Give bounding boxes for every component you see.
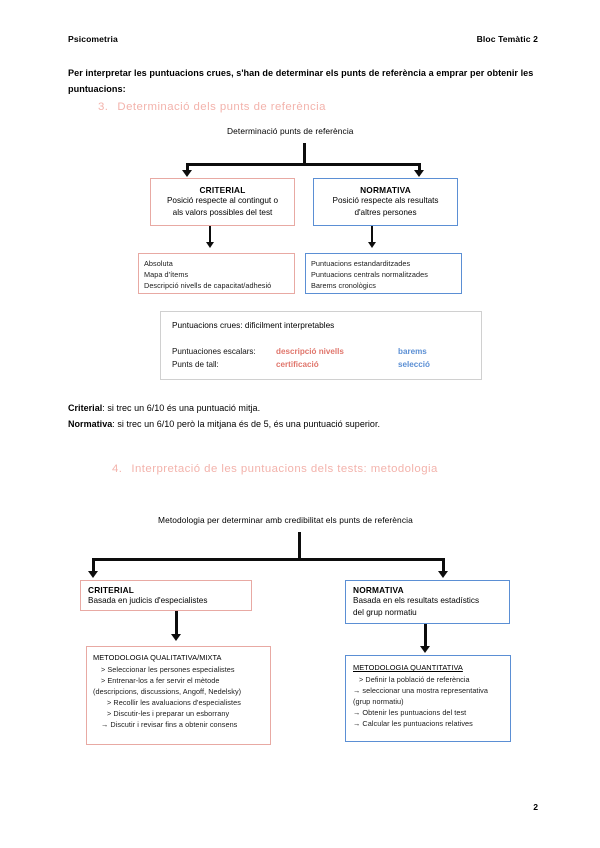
quantitative-method-head: METODOLOGIA QUANTITATIVA (353, 663, 463, 672)
criterial-box-title: CRITERIAL (199, 185, 246, 195)
explanation-criterial-text: : si trec un 6/10 és una puntuació mitja… (102, 403, 261, 413)
criterial-method-connector (175, 611, 178, 638)
diagram1-split-line (187, 163, 420, 166)
document-header: Psicometria Bloc Temàtic 2 (68, 34, 538, 44)
explanation-normativa-text: : si trec un 6/10 però la mitjana és de … (112, 419, 381, 430)
explanation-block: Criterial: si trec un 6/10 és una puntua… (68, 400, 538, 432)
summary-row-2-label: Punts de tall: (172, 360, 219, 370)
normativa-method-arrowhead (420, 646, 430, 653)
normativa-method-line-1: Basada en els resultats estadístics (353, 596, 480, 605)
criterial-box-line-2: als valors possibles del test (172, 208, 273, 218)
normativa-method-title: NORMATIVA (353, 585, 404, 595)
criterial-detail-box: Absoluta Mapa d'ítems Descripció nivells… (138, 253, 295, 294)
diagram2-trunk-line (298, 532, 301, 560)
diagram1-left-arrowhead (182, 170, 192, 177)
explanation-criterial: Criterial: si trec un 6/10 és una puntua… (68, 400, 538, 416)
diagram2-left-arrowhead (88, 571, 98, 578)
normativa-detail-line-2: Puntuacions centrals normalitzades (311, 270, 428, 280)
criterial-method-line-1: Basada en judicis d'especialistes (88, 596, 208, 605)
section-3-title: Determinació dels punts de referència (117, 101, 326, 113)
qualitative-line-2: > Entrenar-los a fer servir el mètode (101, 675, 220, 685)
summary-row-2-red: certificació (276, 360, 319, 370)
normativa-detail-line-1: Puntuacions estandarditzades (311, 259, 411, 268)
normativa-detail-box: Puntuacions estandarditzades Puntuacions… (305, 253, 462, 294)
criterial-method-arrowhead (171, 634, 181, 641)
diagram2-split-line (93, 558, 445, 561)
summary-heading: Puntuacions crues: dificilment interpret… (172, 320, 335, 330)
header-right-title: Bloc Temàtic 2 (476, 34, 538, 44)
summary-row-1-blue: barems (398, 347, 427, 356)
summary-row: Puntuaciones escalars: descripció nivell… (172, 345, 472, 358)
summary-row: Punts de tall: certificació selecció (172, 358, 472, 371)
normativa-detail-line-3: Barems cronològics (311, 281, 376, 291)
quantitative-line-5: → Calcular les puntuacions relatives (353, 719, 473, 729)
criterial-detail-line-1: Absoluta (144, 259, 173, 268)
qualitative-method-box: METODOLOGIA QUALITATIVA/MIXTA > Seleccio… (86, 646, 271, 745)
quantitative-line-3: (grup normatiu) (353, 697, 404, 706)
normativa-box-line-2: d'altres persones (354, 208, 417, 218)
summary-row-2-blue: selecció (398, 360, 430, 370)
diagram2-right-drop (442, 558, 445, 574)
summary-row-1-label: Puntuaciones escalars: (172, 347, 256, 356)
qualitative-method-head: METODOLOGIA QUALITATIVA/MIXTA (93, 653, 222, 662)
normativa-box: NORMATIVA Posició respecte als resultats… (313, 178, 458, 226)
qualitative-line-6: → Discutir i revisar fins a obtenir cons… (101, 720, 238, 730)
criterial-method-box: CRITERIAL Basada en judicis d'especialis… (80, 580, 252, 611)
normativa-method-connector (424, 624, 427, 650)
header-left-title: Psicometria (68, 34, 118, 44)
section-4-title: Interpretació de les puntuacions dels te… (131, 463, 438, 475)
section-3-number: 3. (98, 101, 109, 113)
criterial-detail-line-3: Descripció nivells de capacitat/adhesió (144, 281, 272, 291)
qualitative-line-3: (descripcions, discussions, Angoff, Nede… (93, 687, 242, 696)
qualitative-line-4: > Recollir les avaluacions d'especialist… (107, 698, 241, 708)
criterial-detail-arrowhead (206, 242, 214, 248)
summary-grid: Puntuaciones escalars: descripció nivell… (172, 345, 472, 371)
quantitative-method-box: METODOLOGIA QUANTITATIVA > Definir la po… (345, 655, 511, 742)
diagram2-right-arrowhead (438, 571, 448, 578)
section-heading-4: 4. Interpretació de les puntuacions dels … (112, 463, 438, 475)
section-4-number: 4. (112, 463, 123, 475)
quantitative-line-2: → seleccionar una mostra representativa (353, 685, 488, 695)
quantitative-line-4: → Obtenir les puntuacions del test (353, 708, 467, 718)
normativa-detail-connector (371, 226, 374, 245)
page-number: 2 (533, 802, 538, 812)
intro-paragraph: Per interpretar les puntuacions crues, s… (68, 68, 534, 94)
diagram1-right-drop (418, 163, 421, 173)
summary-panel: Puntuacions crues: dificilment interpret… (160, 311, 482, 380)
diagram1-left-drop (186, 163, 189, 173)
diagram2-title: Metodologia per determinar amb credibili… (158, 515, 413, 525)
criterial-detail-connector (209, 226, 212, 245)
normativa-method-box: NORMATIVA Basada en els resultats estadí… (345, 580, 510, 624)
normativa-box-line-1: Posició respecte als resultats (332, 196, 439, 205)
criterial-method-title: CRITERIAL (88, 585, 135, 595)
diagram1-trunk-line (303, 143, 306, 165)
diagram1-right-arrowhead (414, 170, 424, 177)
explanation-normativa: Normativa: si trec un 6/10 però la mitja… (68, 416, 538, 432)
criterial-box: CRITERIAL Posició respecte al contingut … (150, 178, 295, 226)
qualitative-line-5: > Discutir-les i preparar un esborrany (107, 709, 230, 719)
normativa-method-line-2: del grup normatiu (353, 608, 417, 618)
diagram1-title: Determinació punts de referència (227, 126, 354, 136)
diagram2-left-drop (92, 558, 95, 574)
qualitative-line-1: > Seleccionar les persones especialistes (101, 664, 235, 674)
explanation-normativa-label: Normativa (68, 419, 113, 430)
criterial-detail-line-2: Mapa d'ítems (144, 270, 189, 280)
explanation-criterial-label: Criterial (68, 403, 103, 413)
summary-row-1-red: descripció nivells (276, 347, 344, 356)
section-heading-3: 3. Determinació dels punts de referència (98, 101, 326, 113)
normativa-box-title: NORMATIVA (360, 185, 411, 195)
criterial-box-line-1: Posició respecte al contingut o (166, 196, 279, 205)
normativa-detail-arrowhead (368, 242, 376, 248)
quantitative-line-1: > Definir la població de referència (359, 674, 470, 684)
